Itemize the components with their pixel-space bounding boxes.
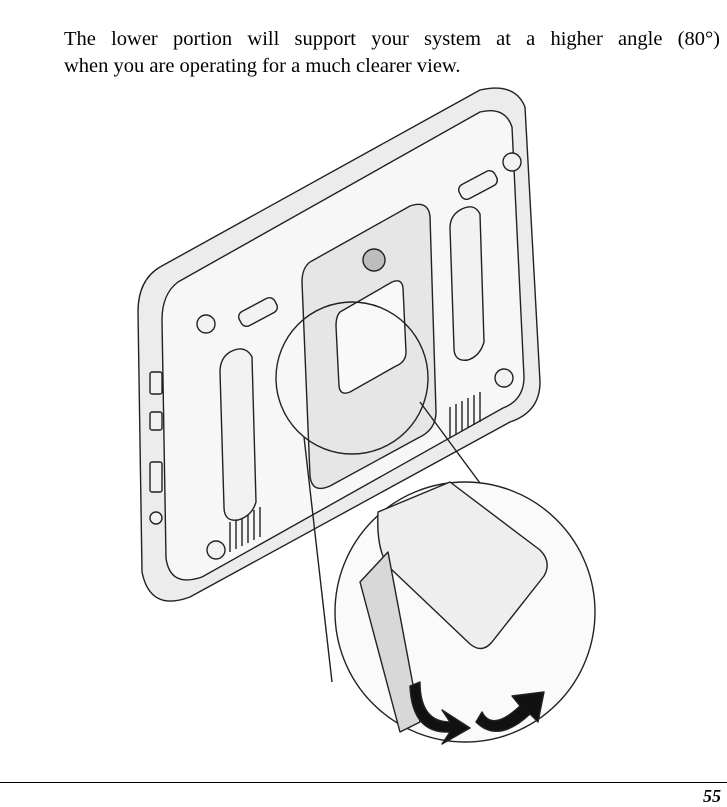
instruction-paragraph: The lower portion will support your syst… — [64, 26, 720, 80]
tablet-back-stand-icon — [137, 87, 596, 745]
page-number: 55 — [703, 786, 721, 806]
tablet-stand-illustration — [120, 82, 720, 762]
paragraph-line-1: The lower portion will support your syst… — [64, 28, 720, 50]
footer-rule — [0, 782, 727, 783]
paragraph-line-2: when you are operating for a much cleare… — [64, 55, 461, 77]
